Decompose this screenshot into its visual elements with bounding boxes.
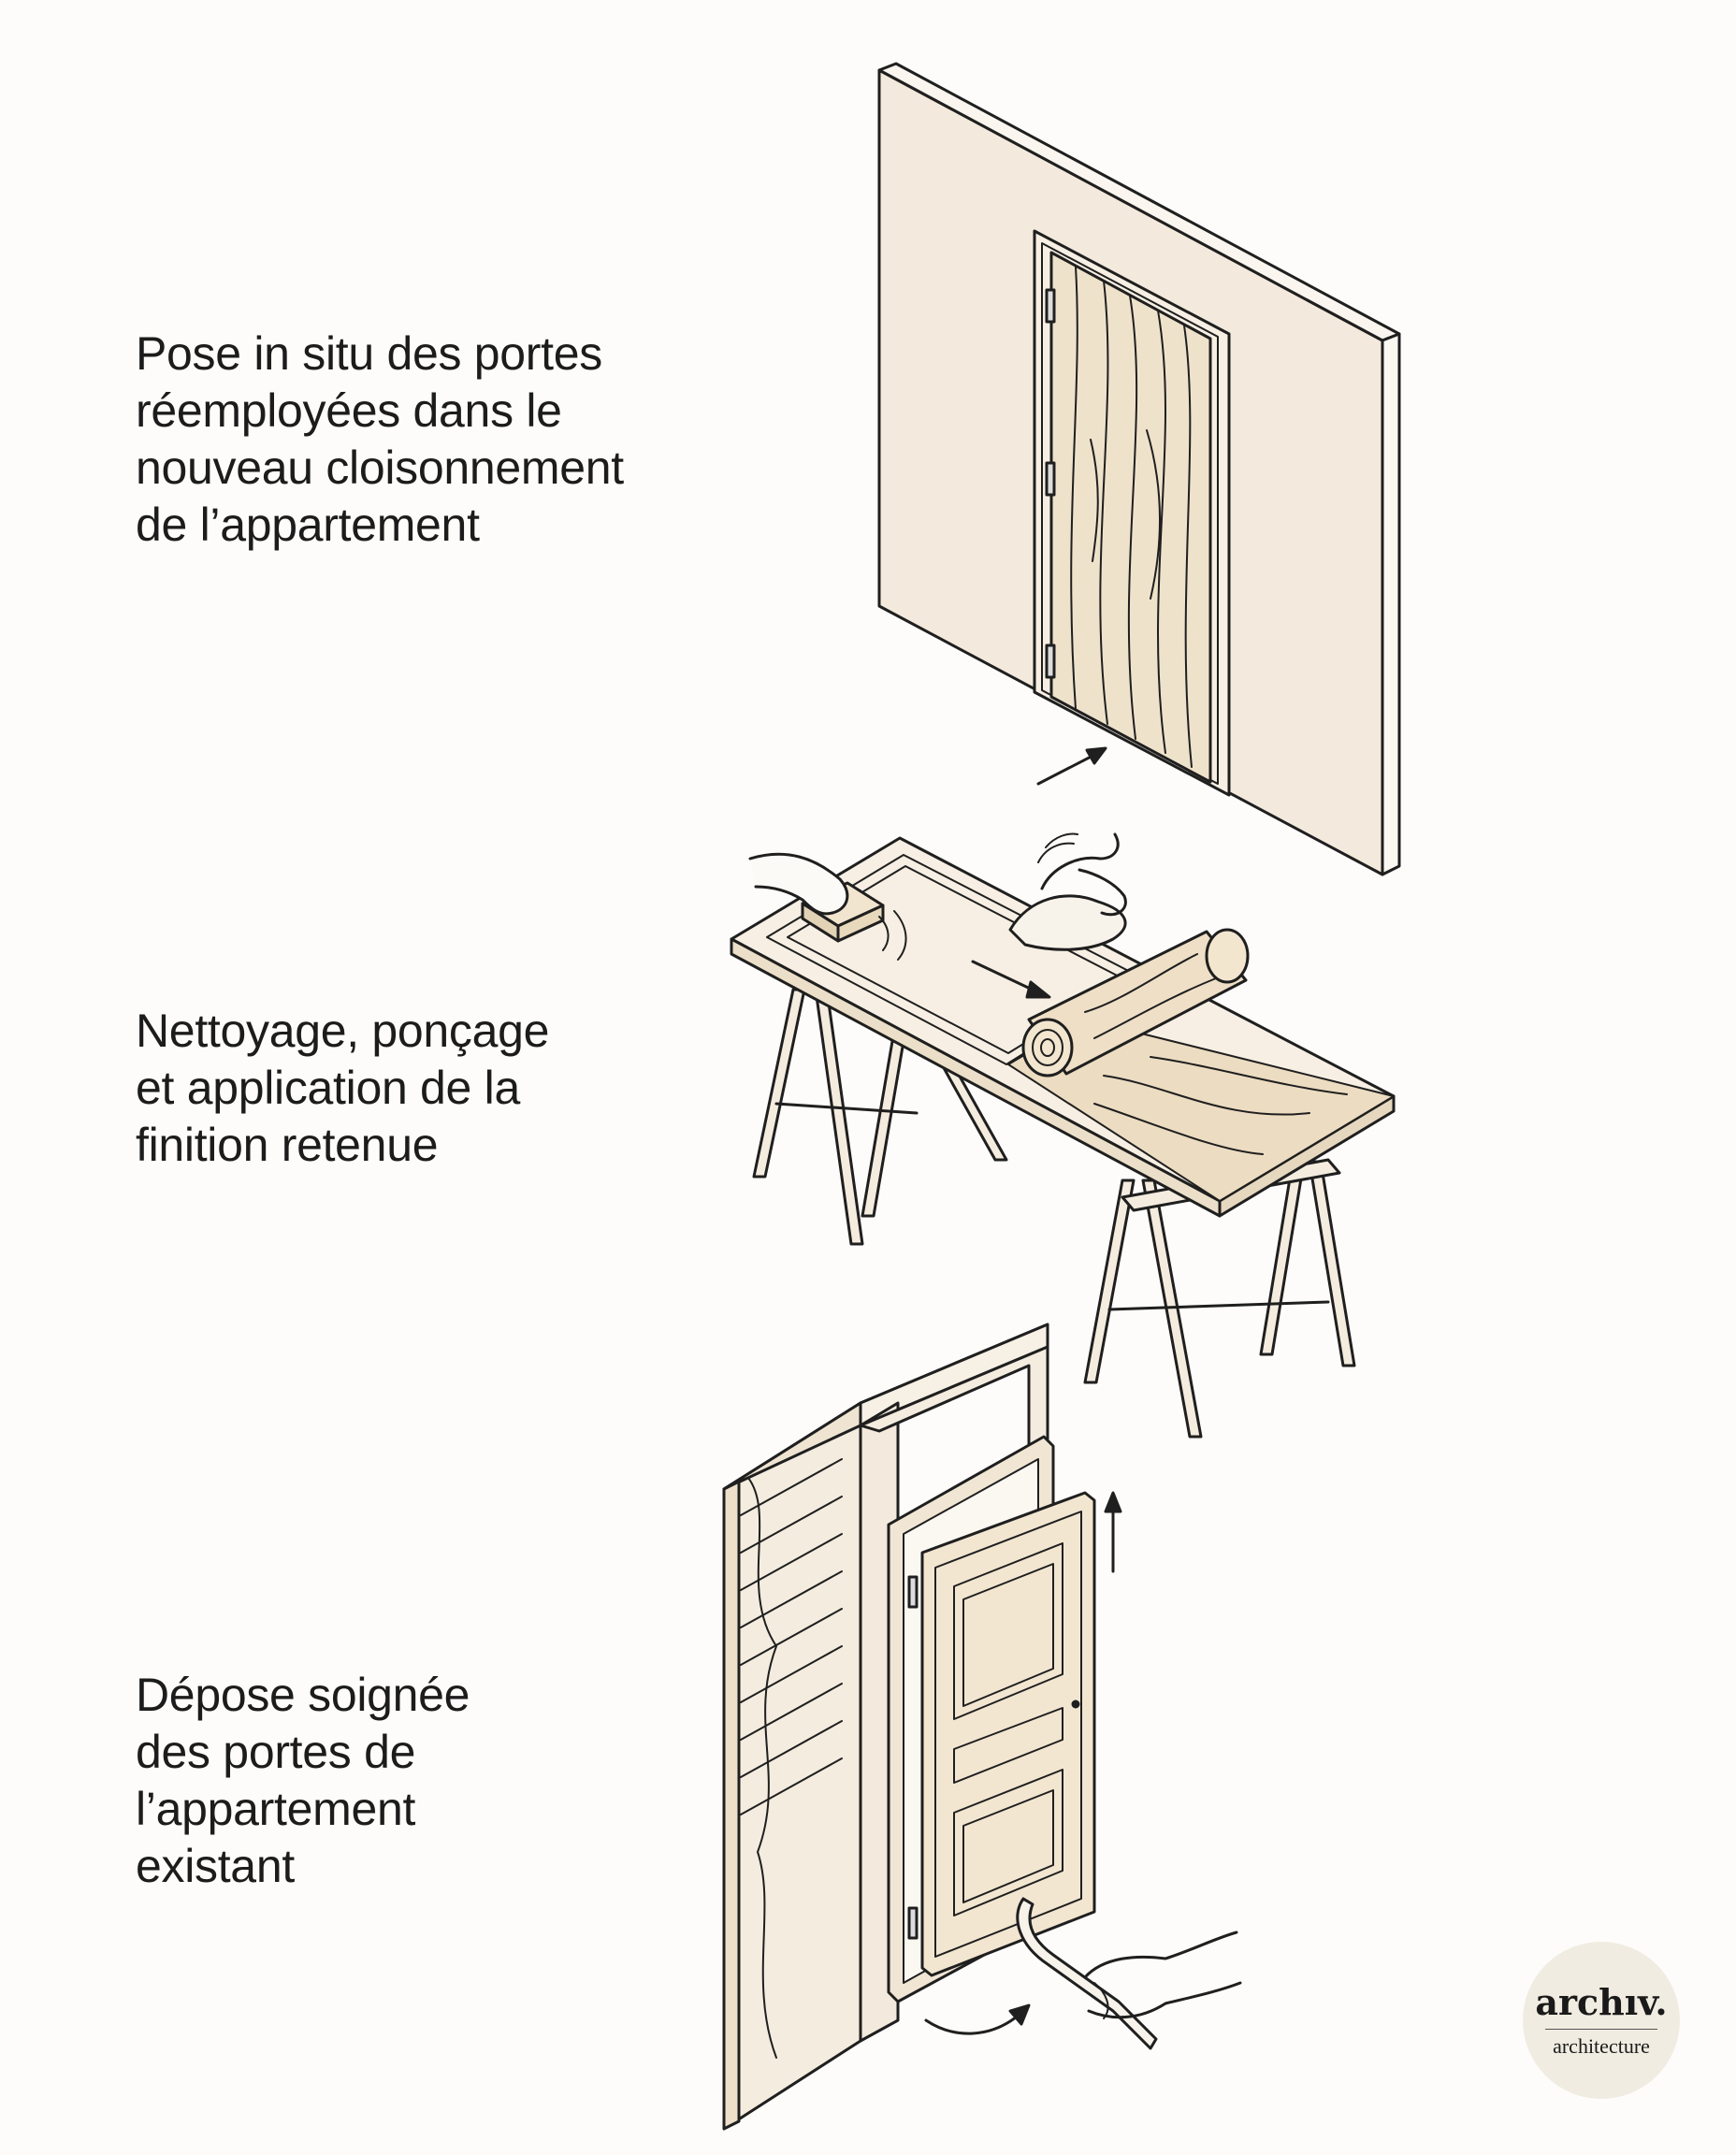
hinge-icon [1045,644,1056,679]
removed-door [920,1491,1096,1977]
installed-door [1049,251,1212,784]
caption-line: l’appartement [136,1783,416,1835]
caption-line: de l’appartement [136,499,480,551]
caption-line: Pose in situ des portes [136,327,602,380]
cloth-icon [1008,894,1127,951]
door-on-sawhorses [730,832,1396,1439]
caption-line: Dépose soignée [136,1669,470,1721]
arrow-icon [971,960,1051,999]
hand-icon [1083,1931,1242,2019]
sawhorse [1083,1158,1356,1439]
hand-icon [748,852,849,916]
logo-subtitle: architecture [1553,2033,1650,2058]
caption-step-removal: Dépose soignée des portes de l’apparteme… [136,1667,470,1895]
caption-line: existant [136,1840,295,1892]
caption-line: et application de la [136,1062,520,1114]
caption-step-refinishing: Nettoyage, ponçage et application de la … [136,1003,549,1174]
logo-divider [1545,2028,1657,2030]
hand-icon [1040,832,1127,917]
hinge-icon [1045,461,1056,497]
logo-mark: archıv. [1535,1980,1668,2023]
hinge-icon [1045,288,1056,324]
arrow-icon [1036,746,1107,786]
crowbar-icon [1016,1897,1158,2050]
caption-line: Nettoyage, ponçage [136,1005,550,1057]
sawhorse [752,988,1008,1246]
arrow-icon [924,2003,1031,2035]
caption-line: finition retenue [136,1119,439,1171]
arrow-icon [1104,1491,1122,1573]
veneer-roll-icon [1021,928,1250,1078]
hinge-icon [907,1906,919,1940]
door-removal-scene [722,1323,1242,2131]
wall-with-installed-door [877,62,1401,876]
caption-line: des portes de [136,1726,416,1778]
lath-slats [740,1458,843,1815]
archiv-logo: archıv. architecture [1523,1942,1680,2099]
hinge-icon [907,1575,919,1609]
caption-line: nouveau cloisonnement [136,441,624,494]
caption-step-installation: Pose in situ des portes réemployées dans… [136,325,624,554]
caption-line: réemployées dans le [136,384,562,437]
